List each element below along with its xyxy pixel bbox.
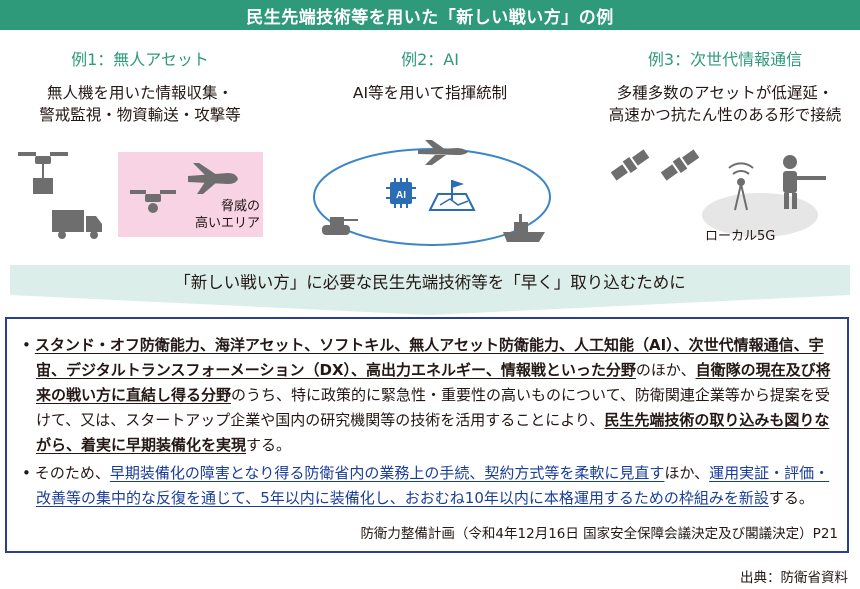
map-flag-icon [428, 180, 476, 211]
truck-icon [52, 210, 102, 239]
threat-area-highlight [118, 152, 263, 237]
example2-title: 例2：AI [401, 50, 459, 69]
attack-drone-icon [130, 190, 176, 213]
header-title: 民生先端技術等を用いた「新しい戦い方」の例 [246, 7, 614, 28]
header-banner: 民生先端技術等を用いた「新しい戦い方」の例 [0, 0, 860, 30]
satellite-icon [660, 149, 700, 181]
funnel-arrow [10, 265, 850, 315]
threat-area-label: 脅威の 高いエリア [194, 199, 260, 231]
arrow-caption: 「新しい戦い方」に必要な民生先端技術等を「早く」取り込むために [174, 273, 686, 292]
warship-icon [503, 214, 545, 242]
fighter-jet-icon [418, 140, 468, 165]
example1-title: 例1：無人アセット [71, 50, 209, 69]
illustration-area: AI [10, 140, 850, 315]
example3-title: 例3：次世代情報通信 [647, 50, 803, 69]
bullet-2: •そのため、早期装備化の障害となり得る防衛省内の業務上の手続、契約方式等を柔軟に… [22, 464, 830, 507]
ai-chip-label: AI [396, 190, 406, 201]
credit-line: 出典：防衛省資料 [740, 570, 848, 586]
bullet-1: •スタンド・オフ防衛能力、海洋アセット、ソフトキル、無人アセット防衛能力、人工知… [22, 336, 831, 454]
example1-desc: 無人機を用いた情報収集・ 警戒監視・物資輸送・攻撃等 [39, 84, 241, 124]
local5g-label: ローカル5G [705, 229, 776, 244]
example3-desc: 多種多数のアセットが低遅延・ 高速かつ抗たん性のある形で接続 [608, 84, 842, 124]
satellite-icon [610, 149, 650, 181]
soldier-icon [783, 155, 826, 209]
source-citation: 防衛力整備計画（令和4年12月16日 国家安全保障会議決定及び閣議決定）P21 [360, 526, 838, 542]
cargo-drone-icon [18, 152, 68, 194]
ai-chip-icon: AI [386, 178, 416, 208]
example2-desc: AI等を用いて指揮統制 [352, 84, 508, 102]
aircraft-icon [188, 163, 238, 194]
tank-icon [322, 217, 358, 235]
policy-box [5, 317, 849, 553]
network-ellipse [313, 148, 551, 246]
antenna-tower-icon [728, 162, 754, 211]
